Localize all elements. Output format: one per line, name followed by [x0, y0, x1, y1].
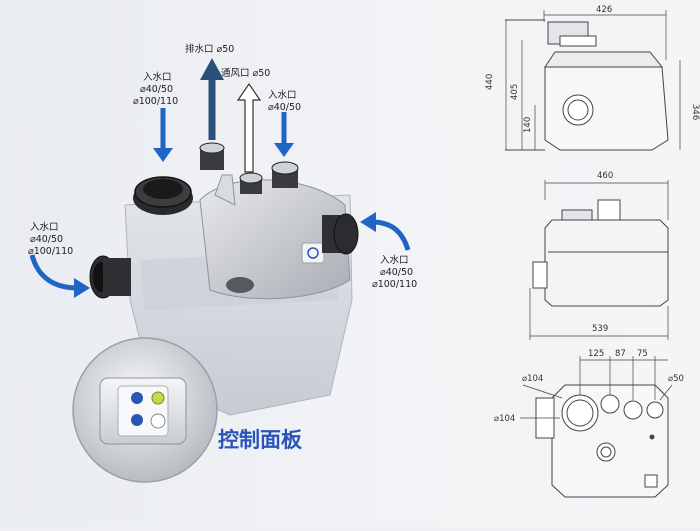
inlet-top-right-label-2: ⌀40/50	[268, 102, 301, 113]
front-view-dimensions: 426 440 405 140 346	[485, 5, 700, 133]
inlet-top-left-label-1: 入水口	[143, 71, 172, 83]
inlet-left-label-3: ⌀100/110	[28, 246, 73, 257]
status-led-blue-icon	[131, 392, 143, 404]
outlet-arrow-icon	[200, 58, 224, 80]
dim-front-height-right: 346	[690, 104, 700, 120]
inlet-left-arrow-icon	[74, 278, 90, 298]
dim-front-inlet-height: 140	[523, 117, 533, 133]
dim-front-height-total: 440	[485, 74, 495, 90]
reset-button-icon	[150, 413, 166, 429]
flow-arrows	[29, 58, 411, 298]
dim-top-dia-side: ⌀104	[494, 414, 515, 424]
dim-top-spacing-1: 125	[588, 349, 604, 359]
inlet-left-label-2: ⌀40/50	[30, 234, 63, 245]
inlet-right-label-2: ⌀40/50	[380, 267, 413, 278]
inlet-ring-right-icon	[322, 213, 359, 255]
side-view-dimensions: 460 539	[592, 171, 613, 334]
inlet-right-label-1: 入水口	[380, 254, 409, 266]
control-panel-zoom: 控制面板	[72, 337, 303, 483]
side-view-drawing	[529, 180, 669, 340]
outlet-label: 排水口 ⌀50	[185, 43, 234, 55]
flow-labels: 排水口 ⌀50 通风口 ⌀50 入水口 ⌀40/50 ⌀100/110 入水口 …	[28, 43, 417, 290]
inlet-ring-top-left-icon	[133, 176, 193, 215]
dim-top-spacing-3: 75	[637, 349, 648, 359]
inlet-top-left-label-2: ⌀40/50	[140, 84, 173, 95]
inlet-top-left-arrow-icon	[153, 148, 173, 162]
inlet-top-right-label-1: 入水口	[268, 89, 297, 101]
motor-cap-icon	[226, 277, 254, 293]
inlet-pipe-top-right-icon	[271, 161, 299, 188]
front-view-drawing	[505, 10, 681, 151]
warning-light-icon	[131, 414, 143, 426]
top-view-drawing	[520, 356, 673, 498]
inlet-right-label-3: ⌀100/110	[372, 279, 417, 290]
inlet-right-arrow-icon	[360, 212, 376, 232]
inlet-ring-left-icon	[89, 255, 131, 299]
dim-top-dia-1: ⌀104	[522, 374, 543, 384]
dim-top-spacing-2: 87	[615, 349, 626, 359]
dim-top-dia-2: ⌀50	[668, 374, 684, 384]
dim-side-width: 460	[597, 171, 613, 181]
panel-caption: 控制面板	[218, 428, 303, 452]
logo-badge-icon	[301, 242, 325, 264]
dim-front-height-body: 405	[510, 84, 520, 100]
vent-arrow-icon	[236, 82, 262, 173]
vent-pipe-icon	[239, 172, 263, 194]
status-led-green-icon	[151, 391, 165, 405]
dim-front-width: 426	[596, 5, 612, 15]
vent-label: 通风口 ⌀50	[221, 68, 270, 79]
inlet-left-label-1: 入水口	[30, 221, 59, 233]
top-view-dimensions: 125 87 75 ⌀104 ⌀50 ⌀104	[494, 349, 684, 424]
dim-side-length: 539	[592, 324, 608, 334]
inlet-top-left-label-3: ⌀100/110	[133, 96, 178, 107]
inlet-top-right-arrow-icon	[274, 143, 294, 157]
outlet-pipe-icon	[199, 142, 225, 170]
